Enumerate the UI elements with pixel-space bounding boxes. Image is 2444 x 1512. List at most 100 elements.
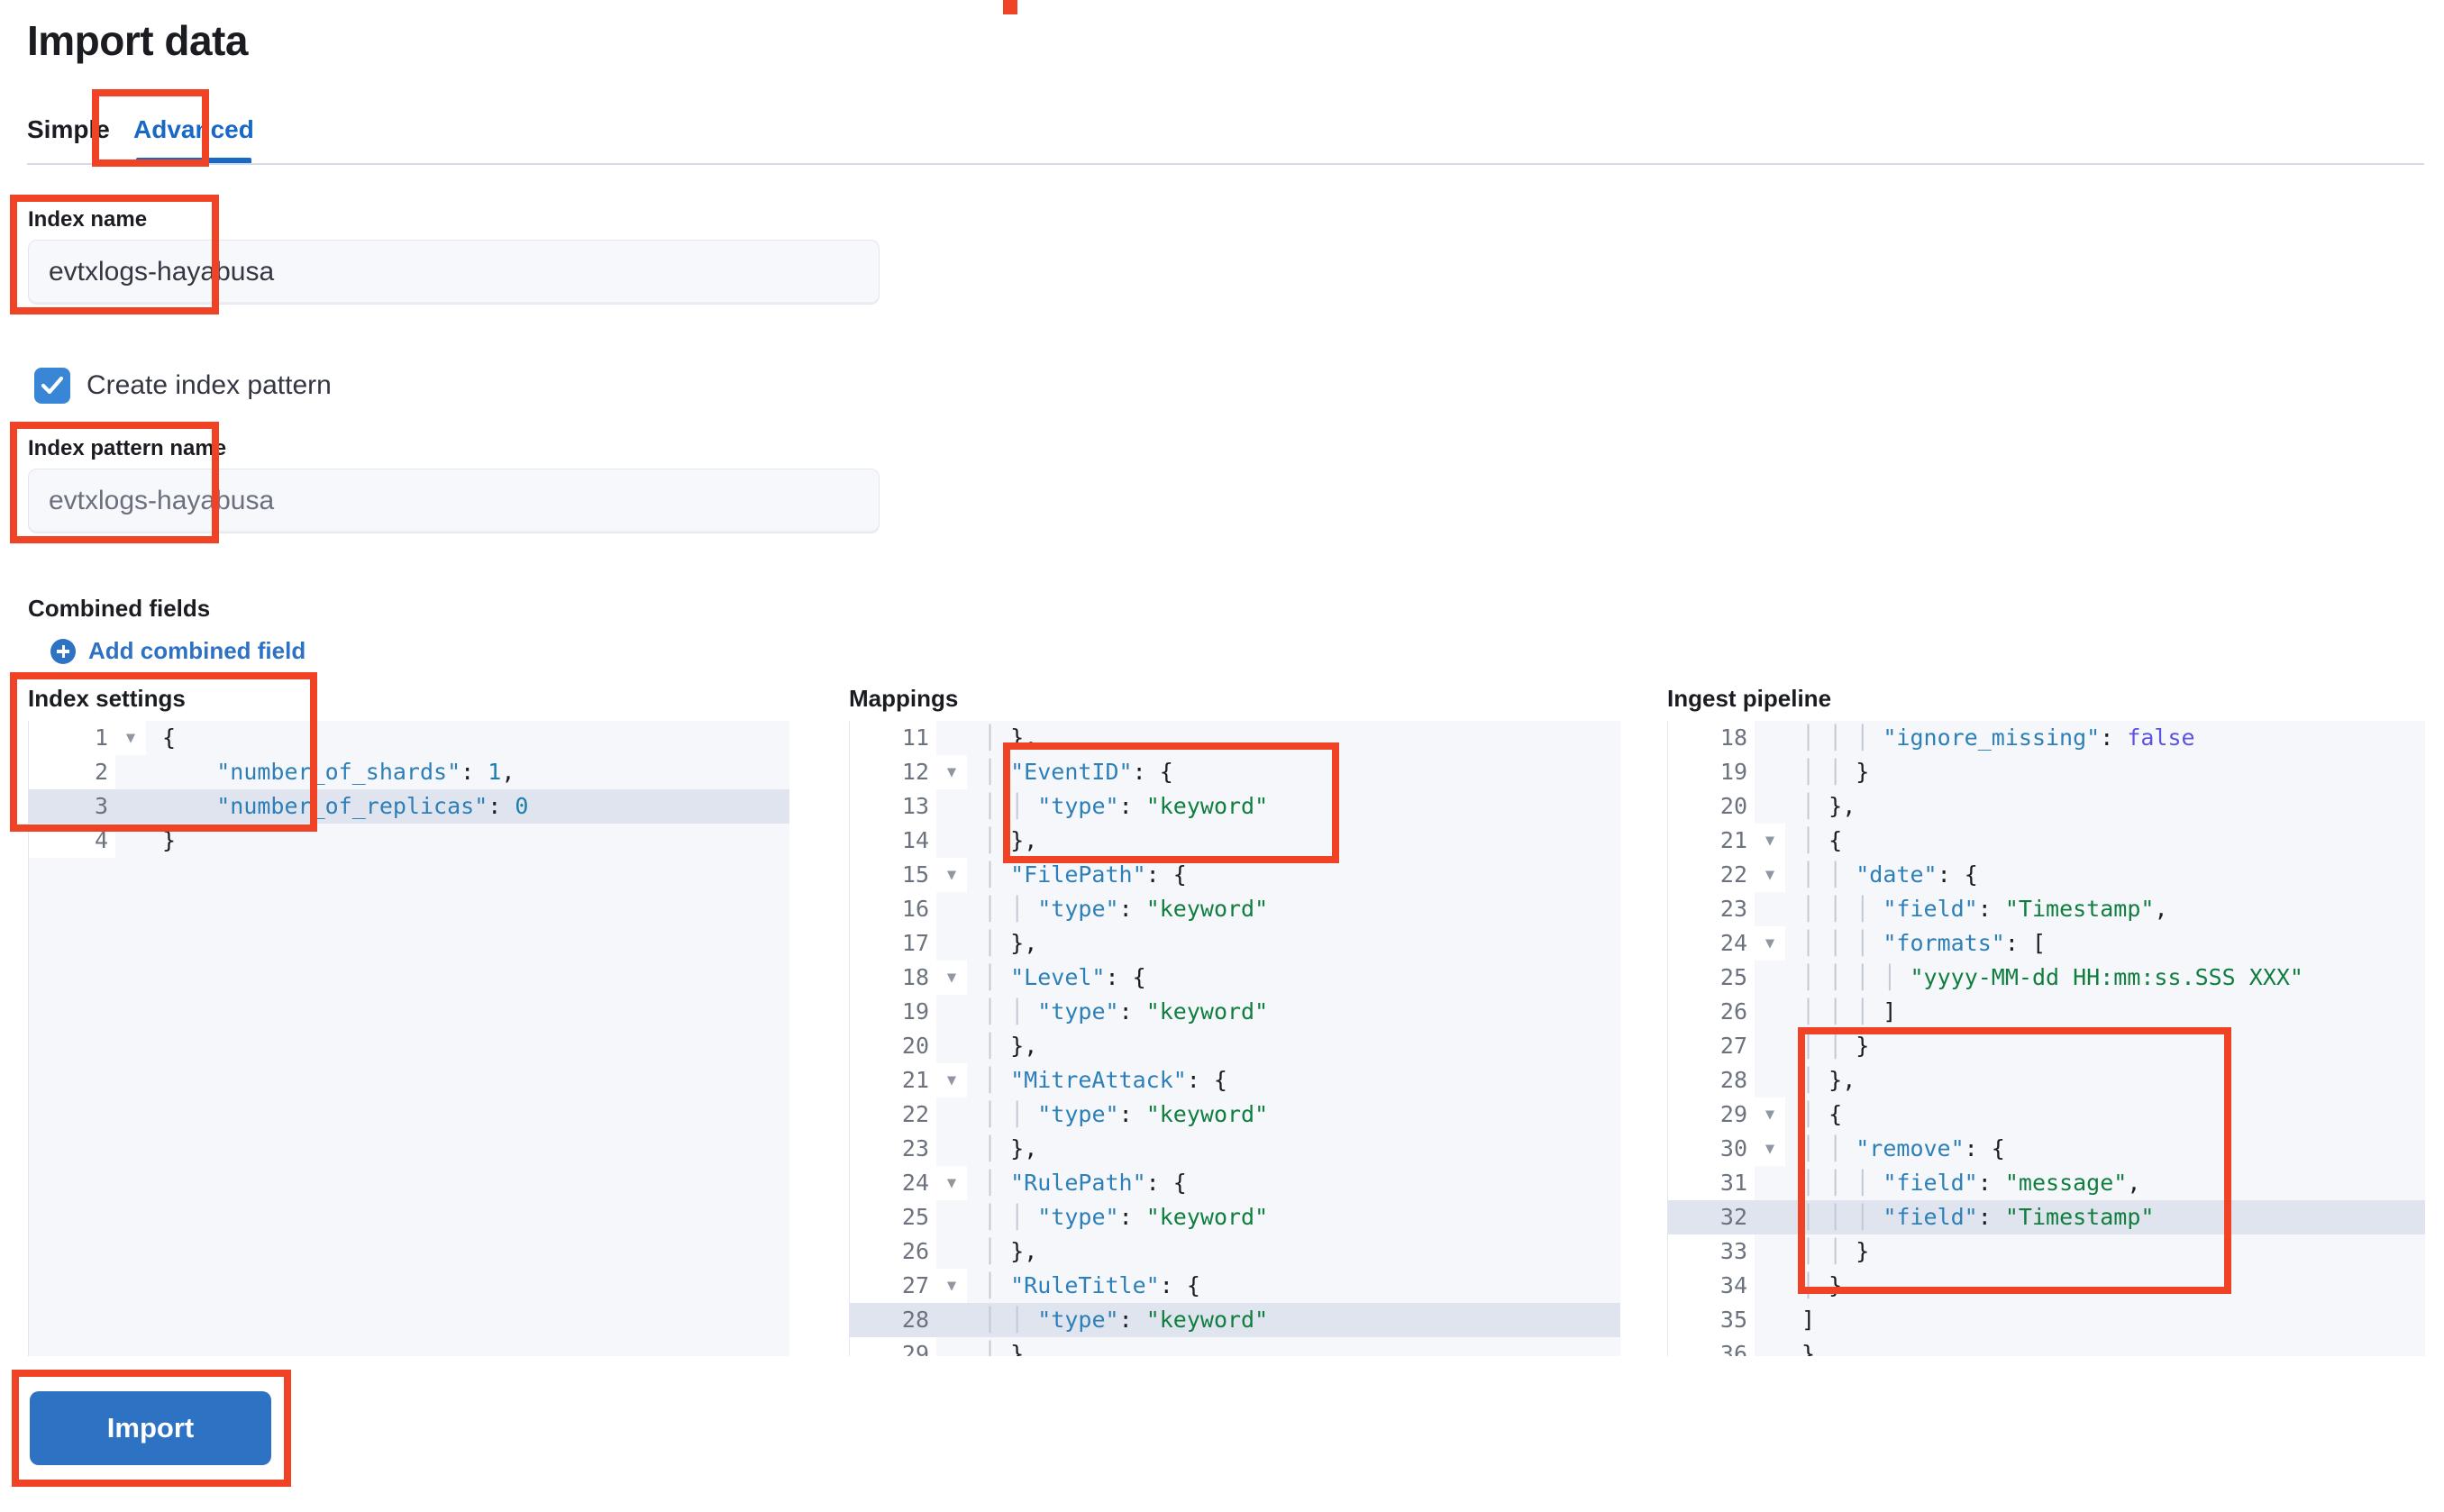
code-line[interactable]: 12▼│ "EventID": { [850, 755, 1620, 789]
line-number: 16 [850, 892, 936, 926]
annotation-box-rule-title-mapping [1003, 0, 1017, 14]
code-line[interactable]: 22│ │ "type": "keyword" [850, 1098, 1620, 1132]
code-line[interactable]: 26│ }, [850, 1234, 1620, 1269]
code-line[interactable]: 21▼│ "MitreAttack": { [850, 1063, 1620, 1098]
code-line[interactable]: 29│ }, [850, 1337, 1620, 1356]
line-number: 23 [1668, 892, 1755, 926]
fold-toggle-icon[interactable]: ▼ [1755, 824, 1785, 858]
code-line[interactable]: 27│ │ } [1668, 1029, 2425, 1063]
code-line[interactable]: 19│ │ "type": "keyword" [850, 995, 1620, 1029]
fold-toggle-icon[interactable]: ▼ [936, 1269, 967, 1303]
code-line[interactable]: 13│ │ "type": "keyword" [850, 789, 1620, 824]
line-number: 4 [29, 824, 115, 858]
index-pattern-name-input[interactable] [28, 469, 880, 533]
code-text: │ │ "date": { [1801, 861, 1978, 888]
fold-toggle-icon[interactable]: ▼ [1755, 926, 1785, 961]
index-settings-code[interactable]: 1▼ {2 "number_of_shards": 1,3 "number_of_… [29, 721, 789, 1356]
checkbox-checked-icon[interactable] [34, 368, 70, 404]
line-number: 17 [850, 926, 936, 961]
line-number: 34 [1668, 1269, 1755, 1303]
fold-toggle-icon[interactable]: ▼ [1755, 1098, 1785, 1132]
code-text: ] [1801, 1307, 1816, 1333]
code-line[interactable]: 23│ }, [850, 1132, 1620, 1166]
fold-toggle-icon[interactable]: ▼ [1755, 858, 1785, 892]
code-line[interactable]: 16│ │ "type": "keyword" [850, 892, 1620, 926]
line-number: 1 [29, 721, 115, 755]
code-line[interactable]: 21▼ │ { [1668, 824, 2425, 858]
code-line[interactable]: 1▼ { [29, 721, 789, 755]
add-combined-field-button[interactable]: Add combined field [50, 637, 306, 665]
code-text: │ }, [983, 1341, 1038, 1356]
code-text: │ │ │ │ "yyyy-MM-dd HH:mm:ss.SSS XXX" [1801, 964, 2303, 990]
line-number: 27 [850, 1269, 936, 1303]
code-line[interactable]: 3 "number_of_replicas": 0 [29, 789, 789, 824]
code-line[interactable]: 28│ }, [1668, 1063, 2425, 1098]
code-line[interactable]: 23│ │ │ "field": "Timestamp", [1668, 892, 2425, 926]
code-text: │ { [1801, 827, 1843, 853]
code-line[interactable]: 20 │ }, [850, 1029, 1620, 1063]
code-line[interactable]: 25│ │ │ │ "yyyy-MM-dd HH:mm:ss.SSS XXX" [1668, 961, 2425, 995]
code-text: │ }, [983, 1033, 1038, 1059]
code-line[interactable]: 11 │ }, [850, 721, 1620, 755]
fold-toggle-icon[interactable]: ▼ [936, 755, 967, 789]
line-number: 24 [850, 1166, 936, 1200]
ingest-pipeline-editor[interactable]: 18 │ │ │ "ignore_missing": false 19│ │ }20… [1667, 721, 2425, 1356]
mappings-editor[interactable]: 11 │ }, 12▼│ "EventID": {13│ │ "type": "ke… [849, 721, 1620, 1356]
ingest-pipeline-code[interactable]: 18 │ │ │ "ignore_missing": false 19│ │ }20… [1668, 721, 2425, 1356]
index-settings-editor[interactable]: 1▼ {2 "number_of_shards": 1,3 "number_of_… [28, 721, 789, 1356]
line-number: 11 [850, 721, 936, 755]
mappings-code[interactable]: 11 │ }, 12▼│ "EventID": {13│ │ "type": "ke… [850, 721, 1620, 1356]
fold-toggle-icon[interactable]: ▼ [936, 1063, 967, 1098]
import-button[interactable]: Import [30, 1391, 271, 1465]
line-number: 18 [1668, 721, 1755, 755]
line-number: 20 [850, 1029, 936, 1063]
code-text: │ │ │ "field": "Timestamp" [1801, 1204, 2155, 1230]
code-text: │ }, [983, 724, 1038, 751]
code-text: { [162, 724, 177, 751]
index-name-label: Index name [28, 207, 148, 232]
code-line[interactable]: 24▼│ "RulePath": { [850, 1166, 1620, 1200]
code-line[interactable]: 25│ │ "type": "keyword" [850, 1200, 1620, 1234]
code-line[interactable]: 18▼│ "Level": { [850, 961, 1620, 995]
code-text: │ │ │ "ignore_missing": false [1801, 724, 2195, 751]
code-text: │ }, [1801, 793, 1856, 819]
code-line[interactable]: 34 │ } [1668, 1269, 2425, 1303]
code-line[interactable]: 33│ │ } [1668, 1234, 2425, 1269]
code-line[interactable]: 15▼│ "FilePath": { [850, 858, 1620, 892]
code-line[interactable]: 14│ }, [850, 824, 1620, 858]
index-pattern-name-label: Index pattern name [28, 436, 227, 460]
code-line[interactable]: 18 │ │ │ "ignore_missing": false [1668, 721, 2425, 755]
code-line[interactable]: 32│ │ │ "field": "Timestamp" [1668, 1200, 2425, 1234]
code-line[interactable]: 4} [29, 824, 789, 858]
code-text: │ │ } [1801, 1033, 1870, 1059]
tab-simple[interactable]: Simple [27, 97, 110, 162]
code-text: │ } [1801, 1272, 1843, 1298]
code-line[interactable]: 19│ │ } [1668, 755, 2425, 789]
code-line[interactable]: 30▼│ │ "remove": { [1668, 1132, 2425, 1166]
code-line[interactable]: 35] [1668, 1303, 2425, 1337]
code-line[interactable]: 27▼│ "RuleTitle": { [850, 1269, 1620, 1303]
fold-toggle-icon[interactable]: ▼ [936, 1166, 967, 1200]
code-line[interactable]: 29▼│ { [1668, 1098, 2425, 1132]
line-number: 21 [1668, 824, 1755, 858]
code-text: │ │ "type": "keyword" [983, 1204, 1269, 1230]
code-line[interactable]: 17│ }, [850, 926, 1620, 961]
fold-toggle-icon[interactable]: ▼ [1755, 1132, 1785, 1166]
create-index-pattern-row[interactable]: Create index pattern [34, 365, 332, 406]
index-name-input[interactable] [28, 240, 880, 305]
code-line[interactable]: 22▼│ │ "date": { [1668, 858, 2425, 892]
code-line[interactable]: 28│ │ "type": "keyword" [850, 1303, 1620, 1337]
code-line[interactable]: 31│ │ │ "field": "message", [1668, 1166, 2425, 1200]
code-line[interactable]: 26│ │ │ ] [1668, 995, 2425, 1029]
fold-toggle-icon[interactable]: ▼ [936, 858, 967, 892]
tab-advanced[interactable]: Advanced [133, 97, 254, 164]
code-line[interactable]: 24▼│ │ │ "formats": [ [1668, 926, 2425, 961]
code-line[interactable]: 2 "number_of_shards": 1, [29, 755, 789, 789]
fold-toggle-icon[interactable]: ▼ [936, 961, 967, 995]
code-line[interactable]: 36} [1668, 1337, 2425, 1356]
line-number: 31 [1668, 1166, 1755, 1200]
code-text: │ "FilePath": { [983, 861, 1187, 888]
code-text: │ │ } [1801, 759, 1870, 785]
fold-toggle-icon[interactable]: ▼ [115, 721, 146, 755]
code-line[interactable]: 20│ }, [1668, 789, 2425, 824]
